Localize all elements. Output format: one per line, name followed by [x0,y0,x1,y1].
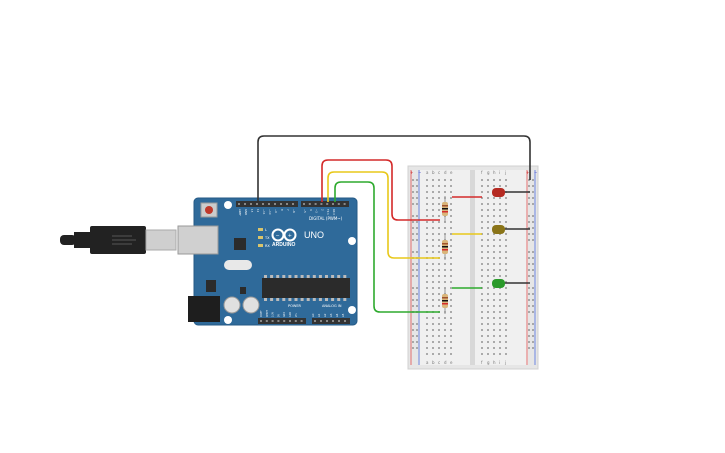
digital-pin-label: 2 [320,209,324,211]
breadboard-column-label: a [426,360,429,365]
arduino-uno-board[interactable]: L TX RX − + ARDUINO UNO DIGITAL (PWM~) P… [177,197,358,326]
center-channel [470,170,475,365]
breadboard-column-label: c [438,360,440,365]
digital-pin-label: 8 [280,209,284,211]
power-jack [188,296,220,322]
digital-header-left[interactable] [236,201,298,207]
digital-pin-label: 7 [286,209,290,211]
rail-plus-label: + [410,170,413,175]
resistor[interactable] [442,196,448,222]
analog-pin-label: A2 [323,313,327,317]
yellow-wire[interactable] [327,171,440,259]
breadboard-column-label: j [504,360,506,365]
analog-label: ANALOG IN [322,304,342,308]
wires[interactable] [257,135,531,313]
power-pin-label: 3.3V [272,312,275,317]
svg-text:−: − [276,233,280,239]
analog-pin-label: A3 [329,313,333,317]
rail-plus-label-right: + [526,170,529,175]
breadboard-column-label: d [444,360,447,365]
usb-cable[interactable] [60,226,177,254]
digital-label: DIGITAL (PWM~) [309,216,343,221]
digital-pin-label: 12 [256,209,260,213]
led-tx [258,236,263,239]
analog-pin-label: A0 [311,313,315,317]
red-wire[interactable] [321,159,440,221]
digital-pin-label: RX 0 [332,209,336,215]
digital-pin-label: GND [244,209,248,215]
led-label-rx: RX [265,244,270,248]
yellow-led[interactable] [492,225,505,234]
red-led[interactable] [492,188,505,197]
breadboard-column-label: i [499,170,500,175]
led-l [258,228,263,231]
breadboard-column-label: e [450,360,453,365]
breadboard-column-label: d [444,170,447,175]
green-led[interactable] [492,279,505,288]
power-pin-label: GND [289,312,292,317]
breadboard-column-label: f [481,360,483,365]
digital-pin-label: 4 [309,209,313,211]
breadboard-column-label: a [426,170,429,175]
breadboard-column-label: g [487,360,490,365]
rail-minus-label-right: − [534,170,537,175]
led-rx [258,244,263,247]
power-pin-label: GND [283,312,286,317]
digital-pin-label: ~5 [303,209,307,213]
usb-jack [177,225,219,255]
power-pin-label: IOREF [260,310,263,317]
breadboard-column-label: b [432,360,435,365]
analog-pin-label: A5 [341,313,345,317]
digital-pin-label: TX 1 [326,209,330,215]
digital-pin-label: AREF [238,209,242,216]
capacitor [242,296,260,314]
digital-pin-label: ~3 [315,209,319,213]
breadboard-column-label: j [504,170,506,175]
power-label: POWER [288,304,302,308]
model-label: UNO [304,230,324,240]
resistor[interactable] [442,288,448,314]
breadboard-column-label: f [481,170,483,175]
breadboard-column-label: i [499,360,500,365]
green-wire[interactable] [334,181,440,313]
atmega-chip [262,278,350,298]
resistor[interactable] [442,234,448,260]
analog-header[interactable] [312,318,350,324]
analog-pin-label: A1 [317,313,321,317]
infinity-logo-icon: − + [271,228,297,242]
digital-pin-label: ~10 [268,209,272,215]
crystal [224,260,252,270]
capacitor [223,296,241,314]
analog-pin-label: A4 [335,313,339,317]
breadboard-column-label: h [493,170,496,175]
power-pin-label: 5V [277,314,280,317]
breadboard-column-label: h [493,360,496,365]
digital-pin-label: ~9 [274,209,278,213]
power-pin-label: Vin [295,313,298,317]
digital-pin-label: ~11 [262,209,266,215]
led-label-l: L [265,228,267,232]
led-label-tx: TX [264,236,270,240]
power-header[interactable] [258,318,306,324]
regulator [206,280,216,292]
power-pin-label: RESET [266,309,269,317]
reset-button-cap[interactable] [205,206,213,214]
brand-label: ARDUINO [272,242,295,248]
usb-chip [234,238,246,250]
digital-header-right[interactable] [301,201,349,207]
ground-wire[interactable] [257,135,531,202]
digital-pin-label: ~6 [292,209,296,213]
breadboard-column-label: b [432,170,435,175]
rail-minus-label: − [418,170,421,175]
breadboard-column-label: g [487,170,490,175]
svg-text:+: + [288,233,292,239]
breadboard-column-label: c [438,170,440,175]
breadboard-column-label: e [450,170,453,175]
digital-pin-label: 13 [250,209,254,213]
